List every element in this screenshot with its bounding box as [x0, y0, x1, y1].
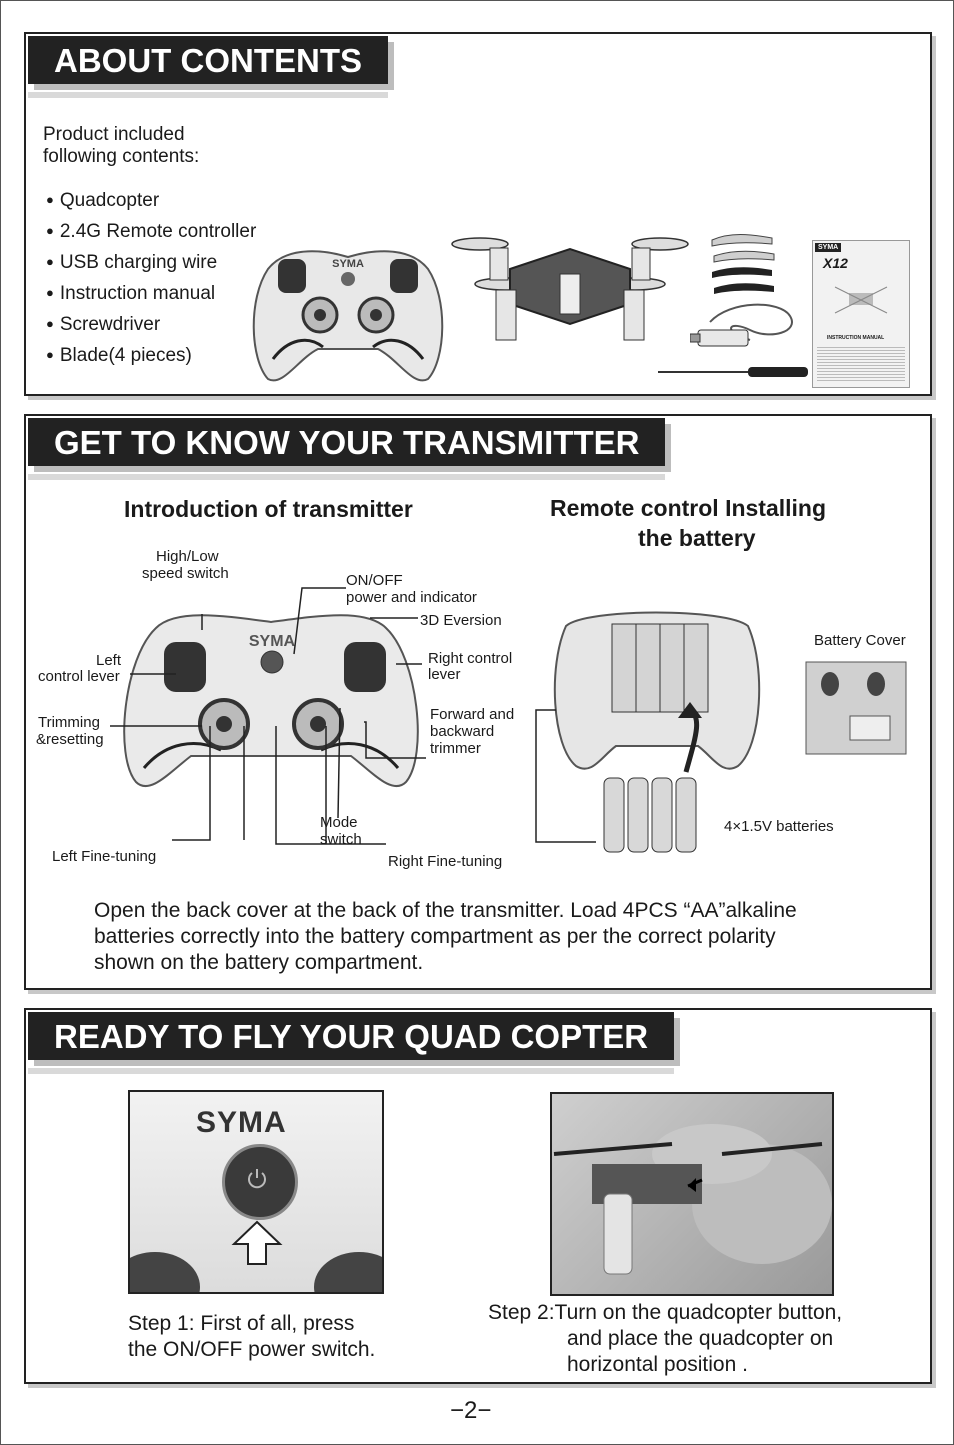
manual-quadcopter-sketch [834, 286, 888, 314]
blades-illustration [711, 234, 775, 294]
manual-heading-text: INSTRUCTION MANUAL [827, 335, 885, 341]
about-intro-line1: Product included [43, 124, 185, 145]
label-forward-3: trimmer [430, 740, 481, 757]
controller-brand-text: SYMA [332, 258, 364, 270]
step2-line3: horizontal position . [567, 1353, 748, 1376]
label-right-fine-tuning: Right Fine-tuning [388, 853, 503, 870]
label-right-lever-1: Right control [428, 650, 513, 667]
label-trimming-1: Trimming [38, 714, 100, 731]
label-trimming-2: &resetting [36, 731, 104, 748]
label-on-off-1: ON/OFF [346, 572, 403, 589]
battery-heading-line1: Remote control Installing [550, 495, 827, 521]
step1-line2: the ON/OFF power switch. [128, 1338, 376, 1361]
label-left-lever-2: control lever [38, 668, 120, 685]
transmitter-section: GET TO KNOW YOUR TRANSMITTER Introductio… [24, 414, 932, 990]
step1-line1: Step 1: First of all, press [128, 1312, 355, 1335]
transmitter-intro-heading: Introduction of transmitter [124, 496, 413, 522]
quadcopter-switch-photo [550, 1092, 834, 1296]
about-section: ABOUT CONTENTS Product included followin… [24, 32, 932, 396]
photo-brand-text: SYMA [196, 1106, 287, 1139]
right-dpad [314, 1252, 382, 1292]
battery-instructions-line2: batteries correctly into the battery com… [94, 925, 776, 948]
about-title: ABOUT CONTENTS [28, 36, 388, 98]
ready-section: READY TO FLY YOUR QUAD COPTER SYMA Step … [24, 1008, 932, 1384]
quadcopter-illustration [451, 237, 689, 341]
label-left-lever-1: Left [96, 652, 122, 669]
battery-heading-line2: the battery [638, 525, 756, 551]
label-batteries: 4×1.5V batteries [724, 818, 834, 835]
page-number: −2− [450, 1397, 492, 1424]
usb-charging-wire-illustration [690, 303, 793, 347]
instruction-manual-illustration: SYMA X12 INSTRUCTION MANUAL [812, 240, 910, 388]
battery-instructions-line1: Open the back cover at the back of the t… [94, 899, 797, 922]
label-high-low-1: High/Low [156, 548, 219, 565]
label-forward-1: Forward and [430, 706, 515, 723]
label-right-lever-2: lever [428, 666, 461, 683]
label-3d-eversion: 3D Eversion [420, 612, 502, 629]
label-left-fine-tuning: Left Fine-tuning [52, 848, 157, 865]
power-switch-photo: SYMA [128, 1090, 384, 1294]
manual-text-block [817, 345, 905, 383]
step2-line2: and place the quadcopter on [567, 1327, 834, 1350]
manual-model-text: X12 [823, 255, 848, 271]
list-item: Quadcopter [46, 184, 256, 215]
label-forward-2: backward [430, 723, 495, 740]
up-arrow-icon [231, 1220, 283, 1265]
label-battery-cover: Battery Cover [814, 632, 906, 649]
list-item: Blade(4 pieces) [46, 339, 256, 370]
label-mode-1: Mode [320, 814, 358, 831]
screwdriver-illustration [658, 367, 808, 377]
transmitter-brand-text: SYMA [249, 633, 296, 650]
power-button [222, 1144, 298, 1220]
label-high-low-2: speed switch [142, 565, 229, 582]
list-item: USB charging wire [46, 246, 256, 277]
contents-list: Quadcopter 2.4G Remote controller USB ch… [46, 184, 256, 370]
step2-line1: Step 2:Turn on the quadcopter button, [488, 1301, 843, 1324]
list-item: Screwdriver [46, 308, 256, 339]
list-item: Instruction manual [46, 277, 256, 308]
label-mode-2: switch [320, 831, 362, 848]
left-dpad [130, 1252, 200, 1292]
list-item: 2.4G Remote controller [46, 215, 256, 246]
label-on-off-2: power and indicator [346, 589, 477, 606]
battery-instructions-line3: shown on the battery compartment. [94, 951, 424, 974]
about-intro-line2: following contents: [43, 146, 200, 167]
transmitter-title: GET TO KNOW YOUR TRANSMITTER [28, 418, 666, 480]
manual-brand-text: SYMA [815, 243, 842, 252]
remote-controller-illustration: SYMA [252, 250, 444, 382]
quadcopter-in-hand [553, 1124, 832, 1275]
power-icon [248, 1169, 266, 1189]
battery-installation-diagram [535, 611, 907, 853]
transmitter-diagram: SYMA [110, 587, 426, 845]
ready-title: READY TO FLY YOUR QUAD COPTER [28, 1012, 675, 1074]
